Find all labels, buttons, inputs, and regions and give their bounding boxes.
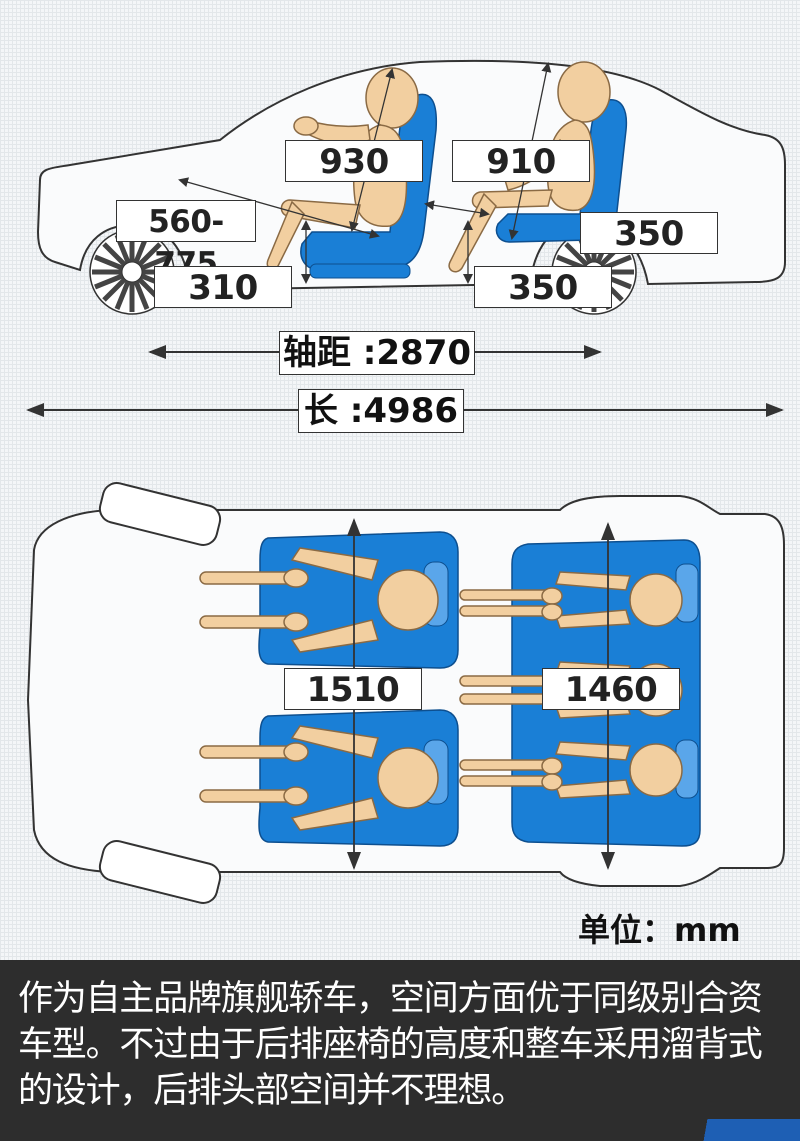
rear-seat-height-label: 350 [474, 266, 612, 308]
front-headroom-label: 930 [285, 140, 423, 182]
front-legroom-label: 560-775 [116, 200, 256, 282]
front-shoulder-width-label: 1510 [284, 668, 422, 710]
length-label: 长 :4986 [298, 389, 464, 433]
front-wheel [89, 229, 175, 315]
caption-panel: 作为自主品牌旗舰轿车，空间方面优于同级别合资车型。不过由于后排座椅的高度和整车采… [0, 960, 800, 1141]
front-seat-height-label: 310 [154, 266, 292, 308]
wheelbase-label: 轴距 :2870 [279, 331, 475, 375]
unit-label: 单位：mm [578, 911, 741, 949]
mirror-bottom [98, 840, 222, 904]
rear-shoulder-width-label: 1460 [542, 668, 680, 710]
rear-headroom-label: 910 [452, 140, 590, 182]
caption-accent-bar [0, 1119, 800, 1141]
caption-text: 作为自主品牌旗舰轿车，空间方面优于同级别合资车型。不过由于后排座椅的高度和整车采… [18, 979, 763, 1111]
rear-knee-room-label: 350 [580, 212, 718, 254]
seating-dimension-diagram [26, 59, 786, 904]
rear-seat-side [495, 99, 628, 243]
mirror-top [98, 482, 222, 546]
